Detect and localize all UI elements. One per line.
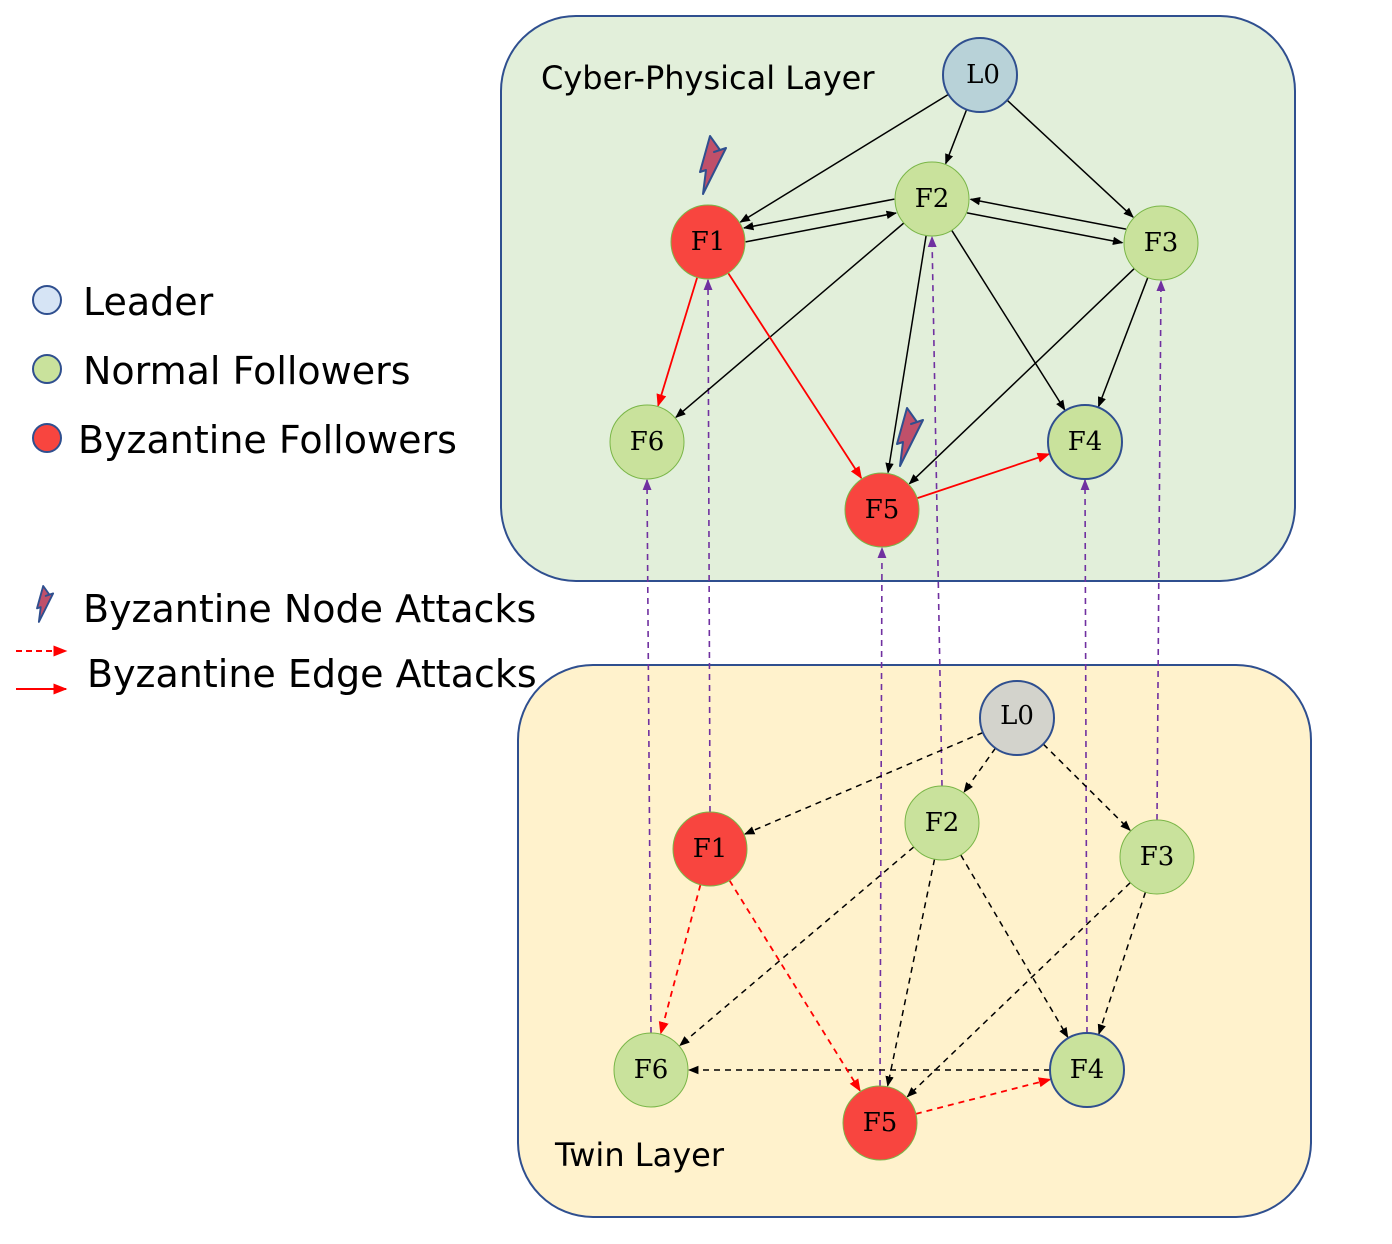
cyber-node-f4 <box>1047 404 1123 480</box>
cyber-node-l0 <box>942 37 1018 113</box>
cyber-node-f1 <box>670 204 746 280</box>
twin-link-f4 <box>1080 478 1090 1034</box>
twin-node-f4 <box>1049 1032 1125 1108</box>
cyber-node-label-f6: F6 <box>630 427 665 457</box>
legend-leader-swatch <box>32 285 62 315</box>
cyber-edge-f2-to-f6 <box>675 222 905 419</box>
cyber-physical-layer-label: Cyber-Physical Layer <box>541 59 875 97</box>
cyber-node-label-f3: F3 <box>1144 228 1179 258</box>
cyber-node-label-f4: F4 <box>1068 427 1103 457</box>
twin-node-f5 <box>842 1085 918 1161</box>
cyber-node-f2 <box>894 161 970 237</box>
twin-link-group <box>642 235 1166 1087</box>
twin-node-f1 <box>672 811 748 887</box>
cyber-edge-f3-to-f2 <box>969 196 1127 230</box>
twin-link-f1 <box>703 278 713 813</box>
legend-normal-label: Normal Followers <box>83 349 411 393</box>
twin-node-f2 <box>904 785 980 861</box>
legend-byzantine-label: Byzantine Followers <box>78 418 457 462</box>
legend-lightning-icon <box>36 585 55 623</box>
twin-edge-f2-to-f5 <box>885 859 936 1087</box>
cyber-node-f3 <box>1123 205 1199 281</box>
cyber-edge-f1-to-f2 <box>745 210 898 243</box>
cyber-node-label-f1: F1 <box>691 227 726 257</box>
cyber-edge-f3-to-f5 <box>908 268 1135 485</box>
legend-node-attacks-label: Byzantine Node Attacks <box>83 587 536 631</box>
twin-node-label-f3: F3 <box>1140 842 1175 872</box>
twin-node-f3 <box>1119 819 1195 895</box>
twin-edge-f2-to-f4 <box>960 854 1069 1039</box>
cyber-node-f6 <box>609 404 685 480</box>
legend-normal-swatch <box>32 354 62 384</box>
twin-edge-l0-to-f2 <box>963 747 997 793</box>
node-attack-lightning-icon <box>699 135 727 195</box>
twin-node-l0 <box>979 680 1055 756</box>
cyber-edge-f3-to-f4 <box>1097 277 1149 408</box>
twin-edge-f3-to-f5 <box>906 882 1131 1098</box>
cyber-edge-f2-to-f5 <box>885 235 927 474</box>
twin-layer-label: Twin Layer <box>554 1136 725 1174</box>
cyber-edge-l0-to-f3 <box>1006 99 1134 218</box>
twin-edge-f2-to-f6 <box>679 846 915 1047</box>
twin-link-f2 <box>927 235 943 787</box>
cyber-node-label-f5: F5 <box>865 495 900 525</box>
cyber-edge-group <box>656 93 1149 500</box>
cyber-node-label-f2: F2 <box>915 184 950 214</box>
twin-node-label-f1: F1 <box>693 834 728 864</box>
twin-link-f5 <box>877 546 887 1087</box>
cyber-edge-f1-to-f6-attack <box>656 277 699 407</box>
twin-node-label-f6: F6 <box>634 1055 669 1085</box>
cyber-edge-f5-to-f4-attack <box>916 452 1051 500</box>
twin-edge-group <box>658 731 1147 1115</box>
cyber-edge-f1-to-f5-attack <box>727 272 863 480</box>
twin-edge-l0-to-f3 <box>1042 743 1131 831</box>
twin-edge-f1-to-f6-attack <box>658 884 702 1035</box>
twin-edge-f3-to-f4 <box>1097 891 1147 1035</box>
cyber-edge-f2-to-f3 <box>966 212 1124 246</box>
twin-node-label-l0: L0 <box>1000 701 1034 731</box>
legend-leader-label: Leader <box>83 280 214 324</box>
twin-edge-f5-to-f4-attack <box>915 1077 1052 1115</box>
cyber-edge-l0-to-f2 <box>945 109 968 165</box>
legend-byzantine-swatch <box>32 423 62 453</box>
cyber-edge-f2-to-f1 <box>742 198 895 231</box>
twin-link-f3 <box>1156 279 1166 821</box>
twin-link-f6 <box>642 478 652 1034</box>
cyber-edge-f2-to-f4 <box>951 229 1066 411</box>
twin-node-label-f4: F4 <box>1070 1055 1105 1085</box>
twin-edge-f1-to-f5-attack <box>728 879 861 1092</box>
twin-node-f6 <box>613 1032 689 1108</box>
twin-node-label-f2: F2 <box>925 808 960 838</box>
node-attack-lightning-icon <box>896 407 924 467</box>
twin-node-label-f5: F5 <box>863 1108 898 1138</box>
cyber-node-f5 <box>844 472 920 548</box>
legend-edge-attacks-label: Byzantine Edge Attacks <box>87 652 537 696</box>
cyber-edge-l0-to-f1 <box>739 93 949 223</box>
cyber-node-label-l0: L0 <box>966 60 1000 90</box>
